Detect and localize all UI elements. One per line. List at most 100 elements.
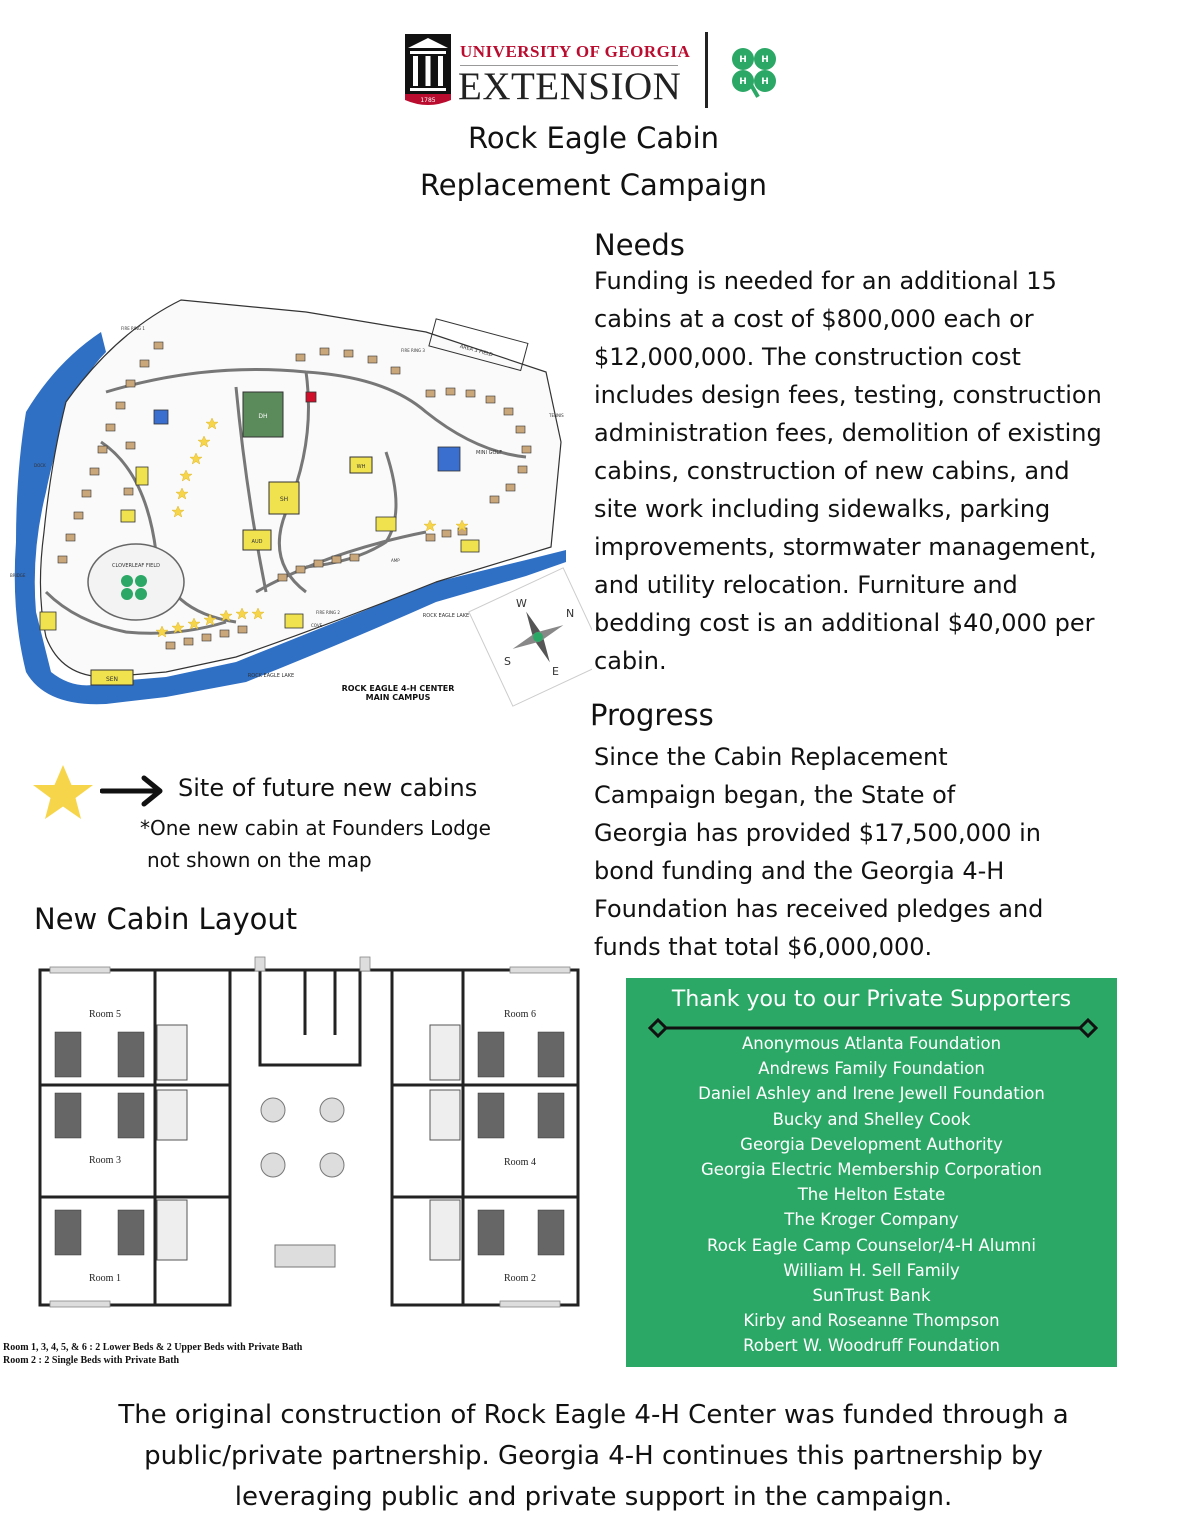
supporter-name: Georgia Development Authority [740, 1134, 1003, 1154]
compass-icon: N S E W [468, 567, 592, 707]
legend-note: *One new cabin at Founders Lodge not sho… [140, 812, 580, 876]
needs-line: and utility relocation. Furniture and [594, 571, 1018, 599]
progress-body: Since the Cabin Replacement Campaign beg… [594, 738, 1174, 966]
map-caption-line-1: ROCK EAGLE 4-H CENTER [342, 684, 455, 693]
page-title-line-1: Rock Eagle Cabin [467, 121, 720, 155]
progress-line: Foundation has received pledges and [594, 895, 1044, 923]
label-sen: SEN [106, 676, 118, 683]
label-sh: SH [280, 496, 288, 503]
label-lake-2: ROCK EAGLE LAKE [248, 673, 294, 679]
supporters-box: Thank you to our Private Supporters Anon… [626, 978, 1117, 1367]
supporter-name: The Kroger Company [784, 1210, 959, 1230]
supporter-name: Bucky and Shelley Cook [772, 1109, 971, 1129]
room-1-label: Room 1 [89, 1273, 121, 1284]
compass-n: N [566, 607, 574, 620]
supporters-list: Anonymous Atlanta Foundation Andrews Fam… [626, 1031, 1117, 1359]
svg-text:H: H [761, 55, 769, 65]
map-clover-icon [121, 575, 147, 600]
needs-line: cabins, construction of new cabins, and [594, 457, 1070, 485]
legend-arrow-icon [100, 775, 163, 807]
supporter-name: Rock Eagle Camp Counselor/4-H Alumni [707, 1235, 1036, 1255]
footer-line: The original construction of Rock Eagle … [118, 1400, 1069, 1430]
supporters-title: Thank you to our Private Supporters [671, 987, 1072, 1012]
label-wh: WH [357, 464, 366, 470]
room-5-label: Room 5 [89, 1009, 121, 1020]
svg-text:H: H [761, 77, 769, 87]
label-fire-ring-2: FIRE RING 2 [316, 610, 340, 615]
supporter-name: Kirby and Roseanne Thompson [743, 1311, 1000, 1331]
label-amp: AMP [391, 558, 400, 563]
needs-line: Funding is needed for an additional 15 [594, 267, 1057, 295]
needs-line: cabin. [594, 647, 667, 675]
floor-plan-windows [49, 956, 571, 1308]
room-3-label: Room 3 [89, 1155, 121, 1166]
footer-line: leveraging public and private support in… [234, 1482, 953, 1512]
label-lake: ROCK EAGLE LAKE [423, 613, 469, 619]
page-title-line-2: Replacement Campaign [419, 168, 768, 202]
progress-line: Since the Cabin Replacement [594, 743, 948, 771]
label-fire-ring-3: FIRE RING 3 [401, 348, 425, 353]
label-cove: COVE [311, 623, 323, 628]
supporter-name: The Helton Estate [797, 1185, 946, 1205]
label-fire-ring-1: FIRE RING 1 [121, 326, 145, 331]
supporter-name: Georgia Electric Membership Corporation [700, 1160, 1043, 1180]
map-buildings [39, 318, 529, 686]
needs-line: administration fees, demolition of exist… [594, 419, 1102, 447]
svg-text:H: H [739, 55, 747, 65]
label-dh: DH [258, 413, 267, 420]
needs-line: includes design fees, testing, construct… [594, 381, 1102, 409]
floor-plan-baths [156, 1024, 461, 1261]
lake-shape [14, 332, 566, 705]
floor-plan-note-2: Room 2 : 2 Single Beds with Private Bath [3, 1355, 180, 1366]
svg-text:H: H [739, 77, 747, 87]
room-6-label: Room 6 [504, 1009, 536, 1020]
needs-heading: Needs [594, 228, 685, 262]
compass-s: S [504, 655, 511, 668]
footer-text: The original construction of Rock Eagle … [40, 1395, 1147, 1518]
org-name-rule [460, 65, 678, 66]
campus-map: CLOVERLEAF FIELD DH SH AUD WH SEN MINI G… [10, 299, 592, 707]
legend-note-line-1: *One new cabin at Founders Lodge [140, 816, 491, 840]
cabin-floor-plan: Room 5 Room 3 Room 1 Room 6 Room 4 Room … [38, 956, 580, 1308]
progress-line: Campaign began, the State of [594, 781, 956, 809]
progress-heading: Progress [590, 698, 714, 732]
seal-year: 1785 [420, 97, 435, 104]
supporter-name: SunTrust Bank [812, 1286, 931, 1306]
4h-clover-logo-icon: H H H H [732, 48, 776, 98]
label-cloverleaf: CLOVERLEAF FIELD [112, 563, 160, 569]
legend-note-line-2: not shown on the map [147, 848, 372, 872]
label-mini-golf: MINI GOLF [476, 450, 502, 456]
compass-w: W [516, 597, 527, 610]
needs-line: bedding cost is an additional $40,000 pe… [594, 609, 1095, 637]
progress-line: bond funding and the Georgia 4-H [594, 857, 1005, 885]
header: 1785 UNIVERSITY OF GEORGIA EXTENSION H H … [400, 28, 800, 113]
org-name-bottom: EXTENSION [458, 65, 682, 108]
floor-plan-beds [54, 1031, 565, 1256]
supporter-name: Andrews Family Foundation [758, 1059, 985, 1079]
legend-star-icon [33, 765, 93, 819]
supporter-name: William H. Sell Family [783, 1260, 960, 1280]
label-dock: DOCK [34, 463, 46, 468]
needs-body: Funding is needed for an additional 15 c… [594, 262, 1184, 680]
needs-line: $12,000,000. The construction cost [594, 343, 1021, 371]
org-name-top: UNIVERSITY OF GEORGIA [460, 42, 691, 61]
footer-line: public/private partnership. Georgia 4-H … [144, 1441, 1043, 1471]
compass-e: E [552, 665, 559, 678]
supporters-divider [648, 1018, 1098, 1038]
supporter-name: Robert W. Woodruff Foundation [743, 1336, 1000, 1356]
needs-line: cabins at a cost of $800,000 each or [594, 305, 1034, 333]
layout-heading: New Cabin Layout [34, 902, 298, 936]
floor-plan-note-1: Room 1, 3, 4, 5, & 6 : 2 Lower Beds & 2 … [3, 1342, 303, 1353]
room-4-label: Room 4 [504, 1157, 536, 1168]
room-2-label: Room 2 [504, 1273, 536, 1284]
uga-arch-logo-icon: 1785 [405, 34, 451, 105]
label-bridge: BRIDGE [10, 573, 26, 578]
needs-line: improvements, stormwater management, [594, 533, 1097, 561]
supporter-name: Daniel Ashley and Irene Jewell Foundatio… [698, 1084, 1045, 1104]
needs-line: site work including sidewalks, parking [594, 495, 1051, 523]
map-cabins [57, 341, 532, 650]
map-future-cabin-stars [155, 417, 469, 638]
label-tennis: TENNIS [548, 413, 564, 418]
legend-label: Site of future new cabins [178, 774, 478, 802]
label-aud: AUD [252, 539, 263, 545]
